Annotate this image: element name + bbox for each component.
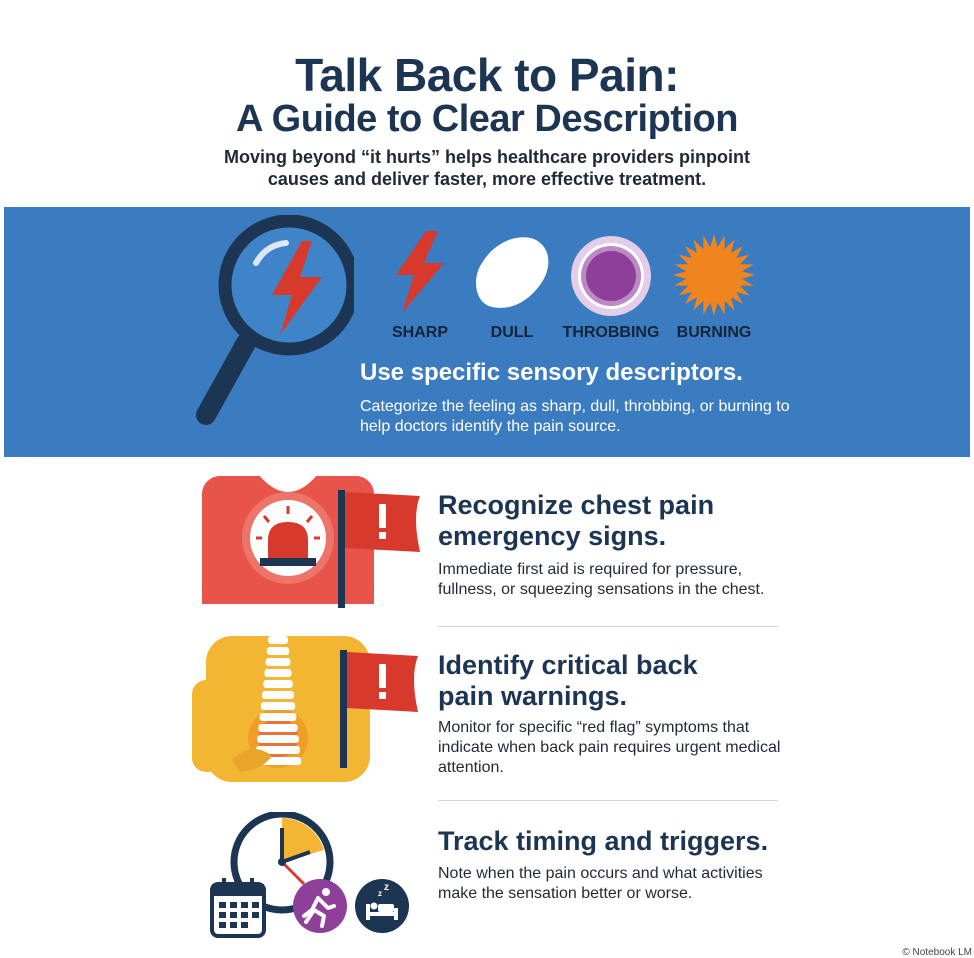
pain-type-label-burning: BURNING <box>676 324 752 341</box>
credit-text: © Notebook LM <box>902 947 972 958</box>
descriptor-body: Categorize the feeling as sharp, dull, t… <box>360 398 790 435</box>
vertebra <box>256 746 300 754</box>
vertebra <box>266 647 290 655</box>
page-subtitle-heading: A Guide to Clear Description <box>236 98 738 140</box>
pain-type-label-sharp: SHARP <box>391 324 448 341</box>
section-heading-chest: Recognize chest pain emergency signs. <box>438 490 715 551</box>
pain-type-label-dull: DULL <box>490 324 534 341</box>
intro-text: Moving beyond “it hurts” helps healthcar… <box>223 147 751 189</box>
concentric-circle-icon <box>571 236 651 316</box>
section-body-chest: Immediate first aid is required for pres… <box>438 561 765 598</box>
vertebra <box>260 702 296 710</box>
blob-icon <box>476 237 549 308</box>
chest-alarm-icon <box>202 476 420 608</box>
vertebra <box>262 691 294 699</box>
svg-text:z: z <box>378 889 382 898</box>
running-person-icon <box>293 879 347 933</box>
lightning-bolt-icon <box>396 231 444 313</box>
pain-type-label-throbbing: THROBBING <box>562 324 660 341</box>
descriptor-band: SHARP DULL THROBBING BURNING Use specifi… <box>4 207 970 457</box>
back-spine-icon <box>192 636 418 782</box>
magnifying-glass-icon <box>196 215 354 425</box>
svg-text:z: z <box>384 882 389 893</box>
vertebra <box>263 680 293 688</box>
descriptor-heading: Use specific sensory descriptors. <box>360 359 743 386</box>
divider <box>438 800 778 801</box>
section-body-back: Monitor for specific “red flag” symptoms… <box>438 719 781 776</box>
section-body-timing: Note when the pain occurs and what activ… <box>438 865 763 902</box>
vertebra <box>268 636 288 644</box>
vertebra <box>264 669 292 677</box>
vertebra <box>265 658 291 666</box>
vertebra <box>259 713 297 721</box>
calendar-icon <box>210 878 266 938</box>
section-heading-timing: Track timing and triggers. <box>438 826 769 856</box>
divider <box>438 626 778 627</box>
sleep-icon: z z <box>355 879 409 933</box>
vertebra <box>258 724 298 732</box>
page-title: Talk Back to Pain: <box>295 49 679 101</box>
lightning-bolt-icon <box>272 241 322 335</box>
clock-calendar-icon: z z <box>210 812 409 938</box>
section-heading-back: Identify critical back pain warnings. <box>438 650 698 711</box>
starburst-icon <box>673 234 755 316</box>
vertebra <box>257 735 299 743</box>
